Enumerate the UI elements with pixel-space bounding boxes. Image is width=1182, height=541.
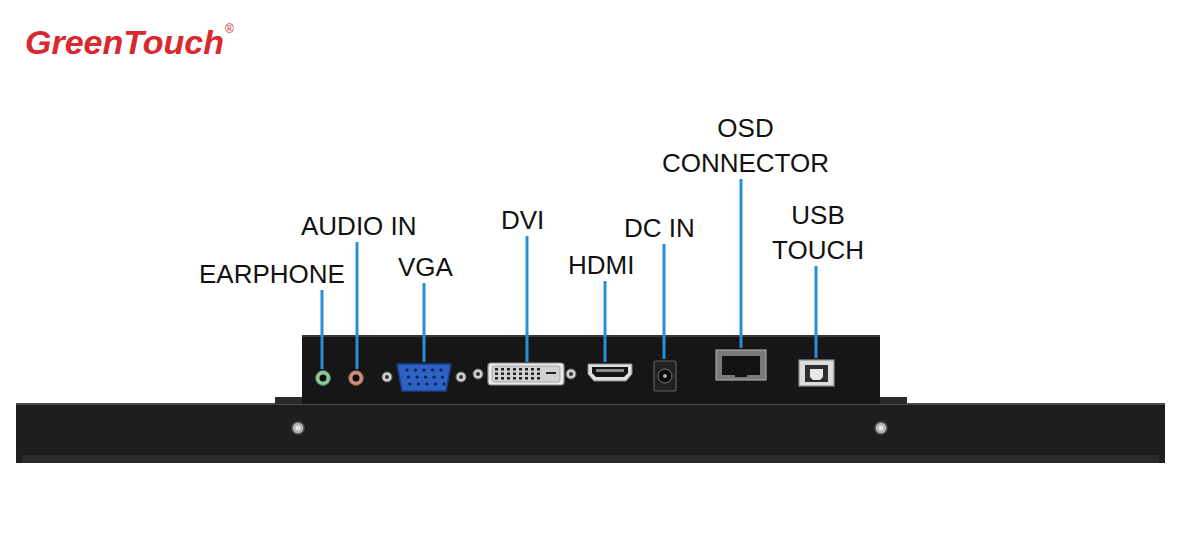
monitor-bezel [16,403,1165,463]
dvi-pin [507,373,510,376]
jack-hole [320,375,327,382]
vga-pin [442,382,445,385]
leader-line [321,290,324,369]
screw-post [566,369,576,379]
bezel-bevel [22,455,1159,463]
leader-line [815,266,818,358]
dvi-pin [525,373,528,376]
dvi-pin [501,368,504,371]
dvi-pin [519,373,522,376]
vga-pin [425,382,428,385]
dvi-pin [513,377,516,380]
dvi-pin [513,368,516,371]
dvi-pin [519,377,522,380]
dvi-pin [525,368,528,371]
dvi-pin [495,377,498,380]
registered-mark: ® [225,22,234,36]
port-label: VGA [398,250,453,285]
screw-head [879,426,884,431]
leader-line [604,281,607,362]
dvi-pin [531,377,534,380]
screw-hole [459,375,463,379]
leader-line [526,236,529,362]
dvi-pin [531,373,534,376]
screw [292,422,304,434]
screw-hole [385,375,389,379]
dvi-pin [537,373,540,376]
vga-pin [414,368,417,371]
mount-tab [275,397,303,404]
screw-hole [569,372,573,376]
dc-socket [658,369,672,383]
screw-hole [476,372,480,376]
port-panel [302,335,880,404]
vga-port [397,364,451,391]
vga-pin [422,368,425,371]
jack-hole [353,375,360,382]
vga-pin [405,368,408,371]
port-label: HDMI [568,248,634,283]
vga-pin [424,375,427,378]
screw [875,422,887,434]
dvi-pin [495,373,498,376]
leader-line [740,179,743,348]
port-label: DVI [501,203,544,238]
dvi-pin [531,368,534,371]
dc-jack [654,361,676,391]
dvi-pin [495,368,498,371]
dvi-pin [513,373,516,376]
leader-line [663,244,666,359]
hdmi-port [588,364,632,381]
dvi-socket [492,366,560,382]
dvi-pin [537,368,540,371]
osd-port [716,350,766,380]
vga-pin [408,382,411,385]
dvi-pin [507,368,510,371]
osd-latch [735,372,747,377]
hdmi-tongue [596,369,624,372]
vga-pins [405,368,445,385]
vga-pin [441,375,444,378]
panel-edge [302,335,880,337]
vga-pin [432,375,435,378]
dvi-pin [507,377,510,380]
usb-tongue [810,369,823,380]
dvi-port [488,363,564,385]
vga-pin [434,382,437,385]
port-label: USB TOUCH [763,198,873,268]
screw-post [456,372,466,382]
mount-tab [879,397,907,404]
port-label: DC IN [624,211,695,246]
vga-pin [439,368,442,371]
dc-pin [663,374,667,378]
screw-post [473,369,483,379]
port-label: AUDIO IN [301,209,417,244]
leader-line [423,283,426,362]
port-label: EARPHONE [199,257,345,292]
leader-line [356,242,359,369]
port-label: OSD CONNECTOR [658,111,833,181]
brand-logo: GreenTouch [25,22,224,62]
vga-pin [431,368,434,371]
earphone-jack [316,371,331,386]
screw-head [296,426,301,431]
dvi-pin [519,368,522,371]
hdmi-socket [592,367,628,377]
dvi-pin [501,377,504,380]
usb-b-port [799,360,834,386]
dvi-pin [501,373,504,376]
dvi-pin [537,377,540,380]
vga-pin [417,382,420,385]
dvi-pin [525,377,528,380]
vga-pin [407,375,410,378]
dvi-blade [546,372,556,374]
usb-socket [805,365,828,382]
audio-in-jack [349,371,364,386]
vga-pin [415,375,418,378]
dvi-pins [495,368,556,380]
screw-post [382,372,392,382]
